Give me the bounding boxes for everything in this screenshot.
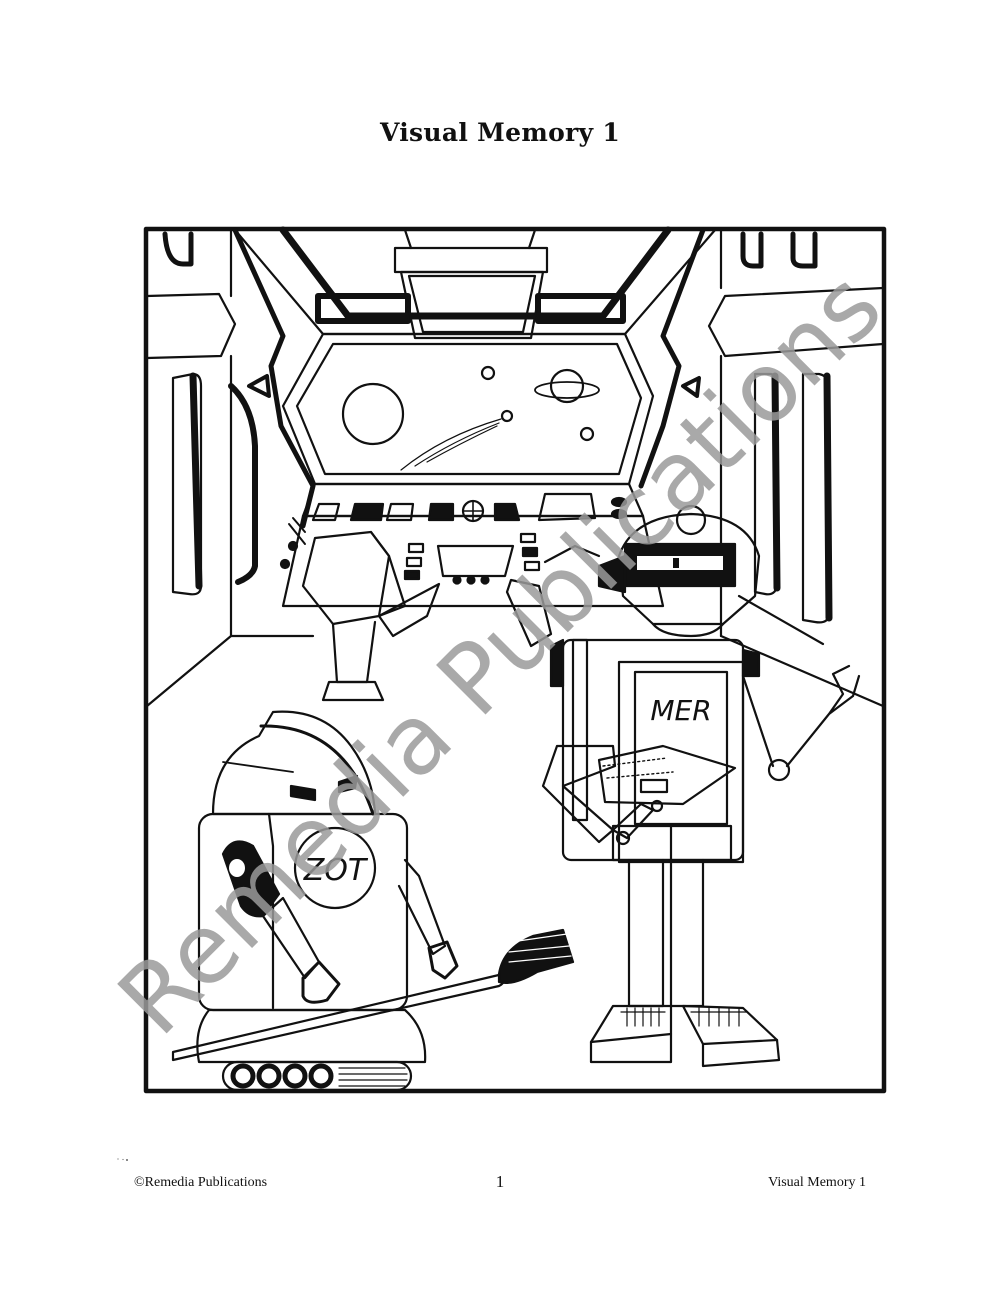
footer-page-number: 1: [495, 1172, 505, 1191]
zot-tread-base: [196, 1008, 427, 1064]
broom-head: [497, 928, 575, 984]
small-planet: [579, 426, 595, 442]
ceiling: [233, 226, 717, 340]
mer-hips: [611, 824, 733, 862]
spaceship-illustration: ZOT MER: [143, 226, 887, 1094]
mer-label: MER: [650, 694, 711, 727]
ringed-planet: [549, 368, 585, 404]
mer-antenna: [675, 504, 707, 536]
scan-speck: [116, 1146, 128, 1161]
footer-book-title: Visual Memory 1: [768, 1175, 866, 1190]
pilot-seat-right: [505, 544, 601, 648]
viewport-window: [281, 332, 655, 486]
right-wall: [638, 227, 885, 708]
mer-left-leg: [627, 858, 665, 1008]
mer-right-leg: [669, 858, 705, 1008]
footer-copyright: ©Remedia Publications: [134, 1175, 268, 1190]
mer-chest-panel: [617, 660, 745, 864]
illustration-frame: [143, 226, 887, 1094]
moon: [341, 382, 405, 446]
speck-icon: [117, 1158, 128, 1161]
zot-label: ZOT: [303, 853, 369, 888]
zot-arm-shoulder: [221, 840, 281, 918]
small-planet: [480, 365, 496, 381]
robot-zot: ZOT: [171, 710, 575, 1092]
mer-clipboard: [597, 744, 737, 806]
zot-eye: [289, 784, 317, 802]
ceiling-vent: [393, 246, 549, 274]
small-planet: [500, 409, 514, 423]
control-panel: [279, 482, 665, 608]
mer-head: [617, 512, 761, 626]
zot-eye: [337, 774, 359, 794]
zot-badge: [293, 826, 377, 910]
planet-ring: [534, 381, 600, 399]
left-wall: [145, 227, 316, 708]
robot-mer: MER: [541, 504, 861, 1068]
comet-trail: [400, 418, 502, 471]
zot-head: [211, 710, 377, 816]
pilot-seat-left: [301, 530, 441, 702]
zot-tread: [221, 1060, 413, 1092]
page-title: Visual Memory 1: [379, 118, 621, 147]
